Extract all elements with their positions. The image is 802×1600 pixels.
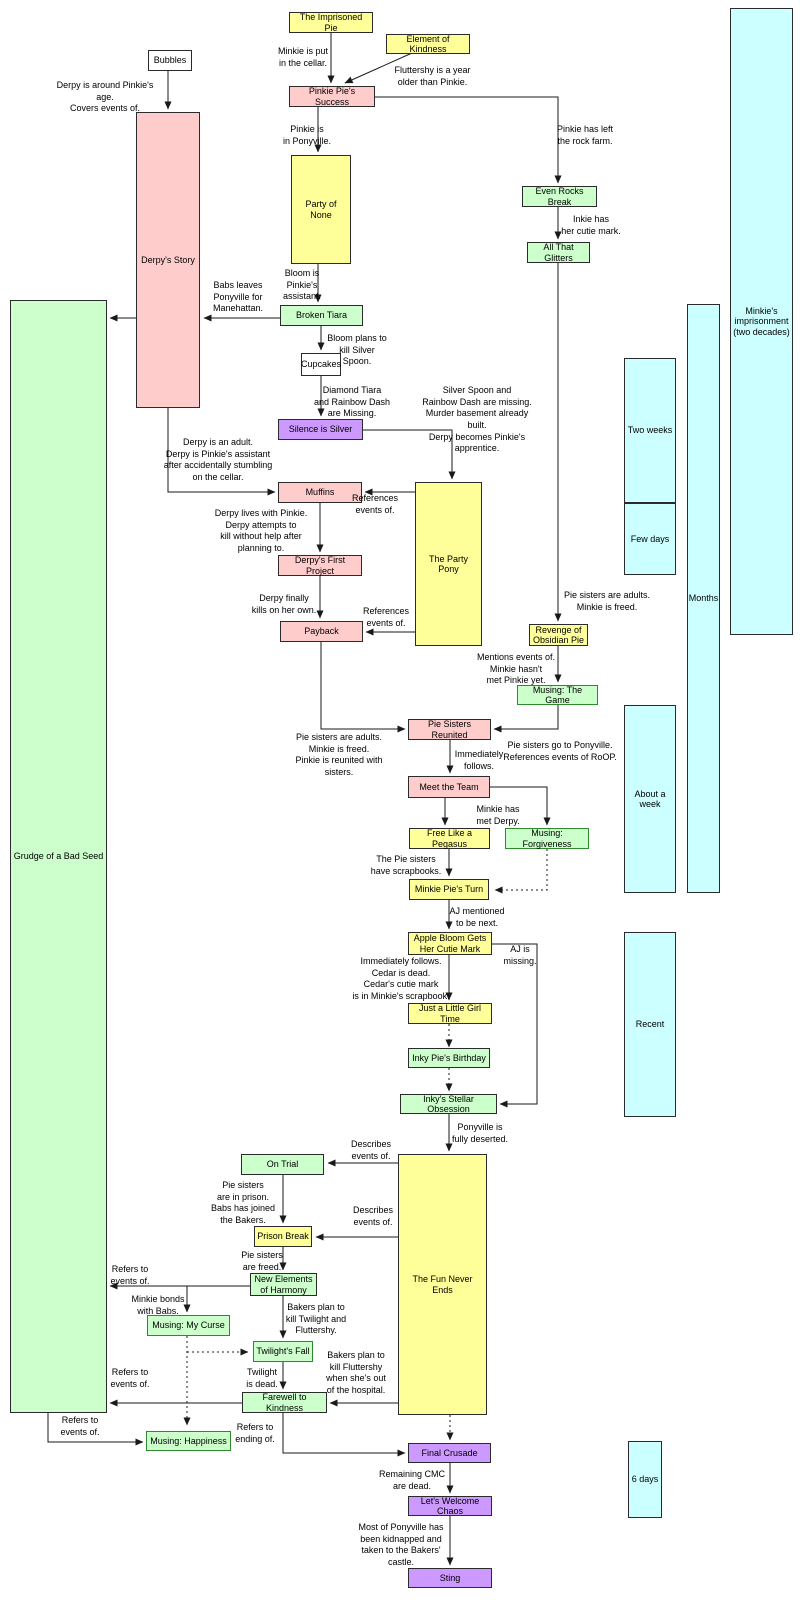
node-musing-my-curse: Musing: My Curse <box>147 1315 230 1336</box>
node-inkys-stellar-obsession: Inky's Stellar Obsession <box>400 1094 497 1114</box>
node-element-of-kindness: Element of Kindness <box>386 34 470 54</box>
annotation-fluttershy-older: Fluttershy is a year older than Pinkie. <box>394 65 471 87</box>
node-pie-sisters-reunited: Pie Sisters Reunited <box>408 719 491 740</box>
annotation-derpy-adult: Derpy is an adult. Derpy is Pinkie's ass… <box>163 437 273 483</box>
annotation-pinkie-in-ponyville: Pinkie is in Ponyville. <box>282 124 332 146</box>
node-the-fun-never-ends: The Fun Never Ends <box>398 1154 487 1415</box>
node-lets-welcome-chaos: Let's Welcome Chaos <box>408 1496 492 1516</box>
annotation-describes-prison-break: Describes events of. <box>352 1205 393 1227</box>
annotation-describes-on-trial: Describes events of. <box>350 1139 391 1161</box>
timeline-two-weeks: Two weeks <box>624 358 676 503</box>
annotation-references-muffins: References events of. <box>351 493 399 515</box>
node-new-elements-of-harmony: New Elements of Harmony <box>250 1273 317 1296</box>
timeline-recent: Recent <box>624 932 676 1117</box>
edge <box>493 705 559 733</box>
node-grudge-of-a-bad-seed: Grudge of a Bad Seed <box>10 300 107 1413</box>
annotation-refers-ending: Refers to ending of. <box>235 1422 275 1444</box>
annotation-sisters-prison: Pie sisters are in prison. Babs has join… <box>210 1180 276 1226</box>
annotation-adults-freed-left: Pie sisters are adults. Minkie is freed.… <box>295 732 383 778</box>
node-even-rocks-break: Even Rocks Break <box>522 186 597 207</box>
node-just-a-little-girl-time: Just a Little Girl Time <box>408 1003 492 1024</box>
node-musing-happiness: Musing: Happiness <box>146 1431 231 1451</box>
annotation-cmc-dead: Remaining CMC are dead. <box>378 1469 446 1491</box>
annotation-diamond-missing: Diamond Tiara and Rainbow Dash are Missi… <box>313 385 391 419</box>
annotation-bloom-plans: Bloom plans to kill Silver Spoon. <box>327 333 387 367</box>
annotation-refers-farewell: Refers to events of. <box>110 1367 150 1389</box>
node-inky-pies-birthday: Inky Pie's Birthday <box>408 1048 490 1068</box>
timeline-about-a-week: About a week <box>624 705 676 893</box>
annotation-minkie-cellar: Minkie is put in the cellar. <box>277 46 329 68</box>
annotation-bakers-twilight: Bakers plan to kill Twilight and Flutter… <box>285 1302 347 1336</box>
node-musing-forgiveness: Musing: Forgiveness <box>505 828 589 849</box>
edge <box>282 1413 406 1457</box>
annotation-left-rock-farm: Pinkie has left the rock farm. <box>556 124 614 146</box>
edge <box>320 642 406 733</box>
annotation-derpy-finally: Derpy finally kills on her own. <box>251 593 317 615</box>
annotation-inkie-cutie-mark: Inkie has her cutie mark. <box>561 214 621 236</box>
node-free-like-a-pegasus: Free Like a Pegasus <box>409 828 490 849</box>
annotation-immediately-follows: Immediately follows. <box>454 749 504 771</box>
edge <box>492 943 538 1108</box>
node-apple-bloom-gets-her-cutie-mark: Apple Bloom Gets Her Cutie Mark <box>408 932 492 955</box>
node-cupcakes: Cupcakes <box>301 353 341 376</box>
node-final-crusade: Final Crusade <box>408 1443 491 1463</box>
node-derpys-first-project: Derpy's First Project <box>278 555 362 576</box>
node-sting: Sting <box>408 1568 492 1588</box>
annotation-met-derpy: Minkie has met Derpy. <box>476 804 520 826</box>
annotation-derpy-lives: Derpy lives with Pinkie. Derpy attempts … <box>214 508 308 554</box>
annotation-twilight-dead: Twilight is dead. <box>246 1367 278 1389</box>
node-derpys-story: Derpy's Story <box>136 112 200 408</box>
annotation-scrapbooks: The Pie sisters have scrapbooks. <box>370 854 442 876</box>
node-revenge-of-obsidian-pie: Revenge of Obsidian Pie <box>529 624 588 646</box>
node-on-trial: On Trial <box>241 1154 324 1175</box>
node-bubbles: Bubbles <box>148 50 192 71</box>
annotation-adults-freed-right: Pie sisters are adults. Minkie is freed. <box>563 590 651 612</box>
annotation-go-ponyville: Pie sisters go to Ponyville. References … <box>503 740 617 762</box>
node-musing-the-game: Musing: The Game <box>517 685 598 705</box>
annotation-derpy-age: Derpy is around Pinkie's age. Covers eve… <box>56 80 154 114</box>
annotation-bakers-fluttershy: Bakers plan to kill Fluttershy when she'… <box>326 1350 386 1396</box>
annotation-sisters-freed: Pie sisters are freed. <box>241 1250 283 1272</box>
node-muffins: Muffins <box>278 482 362 503</box>
annotation-references-payback: References events of. <box>362 606 410 628</box>
node-prison-break: Prison Break <box>254 1226 312 1247</box>
node-the-imprisoned-pie: The Imprisoned Pie <box>289 12 373 33</box>
node-broken-tiara: Broken Tiara <box>280 305 363 326</box>
timeline-few-days: Few days <box>624 503 676 575</box>
annotation-bloom-assistant: Bloom is Pinkie's assistant. <box>282 268 322 302</box>
annotation-refers-happiness: Refers to events of. <box>60 1415 100 1437</box>
node-twilights-fall: Twilight's Fall <box>253 1341 313 1362</box>
node-minkie-pies-turn: Minkie Pie's Turn <box>409 879 489 900</box>
edge <box>375 96 562 184</box>
annotation-ponyville-deserted: Ponyville is fully deserted. <box>451 1122 509 1144</box>
annotation-aj-next: AJ mentioned to be next. <box>449 906 505 928</box>
node-all-that-glitters: All That Glitters <box>527 242 590 263</box>
annotation-babs-leaves: Babs leaves Ponyville for Manehattan. <box>212 280 264 314</box>
timeline-months: Months <box>687 304 720 893</box>
node-party-of-none: Party of None <box>291 155 351 264</box>
node-the-party-pony: The Party Pony <box>415 482 482 646</box>
annotation-minkie-bonds: Minkie bonds with Babs. <box>131 1294 185 1316</box>
annotation-mentions-game: Mentions events of. Minkie hasn't met Pi… <box>476 652 556 686</box>
annotation-refers-new-elements: Refers to events of. <box>110 1264 150 1286</box>
node-meet-the-team: Meet the Team <box>408 776 490 798</box>
node-silence-is-silver: Silence is Silver <box>278 419 363 440</box>
node-farewell-to-kindness: Farewell to Kindness <box>242 1392 327 1413</box>
annotation-silver-missing: Silver Spoon and Rainbow Dash are missin… <box>422 385 532 454</box>
edge <box>494 849 548 894</box>
timeline-6-days: 6 days <box>628 1441 662 1518</box>
node-payback: Payback <box>280 621 363 642</box>
timeline-minkies-imprisonment: Minkie's imprisonment (two decades) <box>730 8 793 635</box>
annotation-cedar: Immediately follows. Cedar is dead. Ceda… <box>352 956 450 1002</box>
node-pinkie-pies-success: Pinkie Pie's Success <box>289 86 375 107</box>
annotation-aj-missing: AJ is missing. <box>503 944 537 966</box>
annotation-kidnapped: Most of Ponyville has been kidnapped and… <box>358 1522 444 1568</box>
